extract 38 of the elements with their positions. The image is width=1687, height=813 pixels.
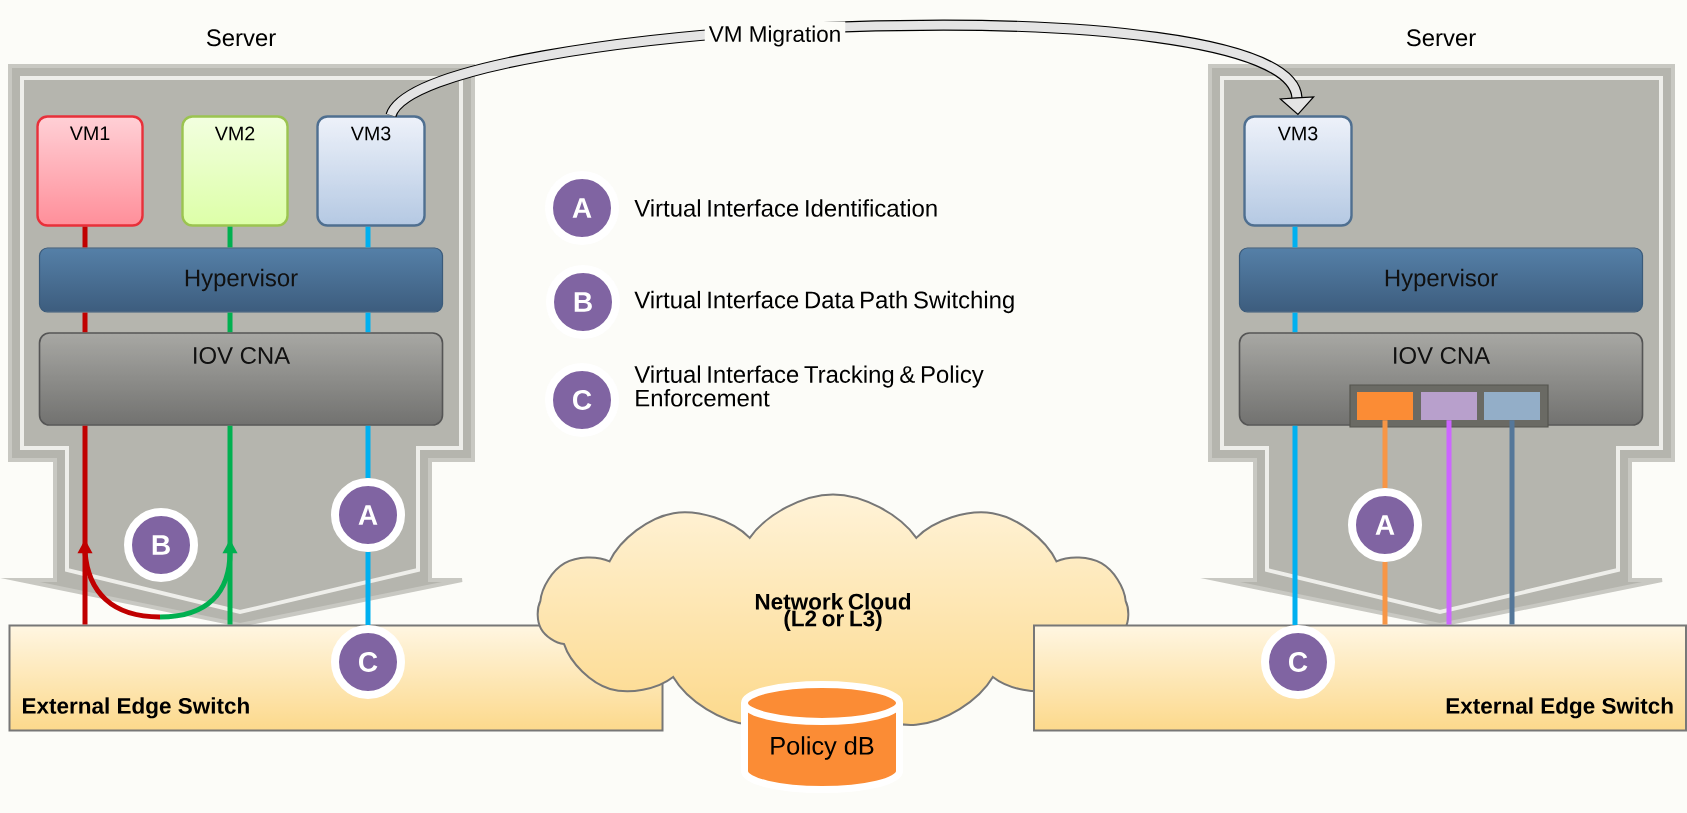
connector-line (1292, 226, 1298, 248)
node-label: Server (1406, 29, 1476, 47)
connector-line (1509, 420, 1515, 625)
letter-badge: A (1348, 488, 1422, 562)
letter-badge: B (124, 508, 198, 582)
letter-badge: C (1261, 625, 1335, 699)
legend-text: Virtual Interface Data Path Switching (634, 290, 1014, 314)
letter-badge: B (546, 265, 620, 339)
port-box (1421, 392, 1477, 420)
legend-text: Virtual Interface Identification (634, 199, 937, 217)
legend-text: Virtual Interface Tracking & Policy Enforcement (634, 365, 984, 407)
letter-badge: C (331, 625, 405, 699)
connector-line (365, 425, 371, 478)
database-cylinder: Policy dB (741, 681, 903, 793)
connector-line (82, 312, 88, 333)
connector-line (227, 312, 233, 333)
vm-box: VM2 (181, 115, 289, 227)
port-box (1484, 392, 1540, 420)
connector-line (365, 226, 371, 248)
connector-line (82, 226, 88, 248)
connector-line (365, 312, 371, 333)
adapter-box: IOV CNA (38, 332, 444, 426)
edge-label: VM Migration (704, 21, 846, 51)
connector-line (1292, 312, 1298, 333)
hypervisor-bar: Hypervisor (1238, 247, 1644, 313)
letter-badge: A (331, 478, 405, 552)
connector-line (227, 226, 233, 248)
connector-line (365, 552, 371, 625)
node-label: Server (206, 29, 276, 47)
letter-badge: C (545, 363, 619, 437)
connector-line (1382, 420, 1388, 488)
hypervisor-bar: Hypervisor (38, 247, 444, 313)
connector-line (1382, 562, 1388, 625)
vm-box: VM1 (36, 115, 144, 227)
vm-box: VM3 (316, 115, 426, 227)
letter-badge: A (545, 171, 619, 245)
vm-box: VM3 (1243, 115, 1353, 227)
port-box (1357, 392, 1413, 420)
